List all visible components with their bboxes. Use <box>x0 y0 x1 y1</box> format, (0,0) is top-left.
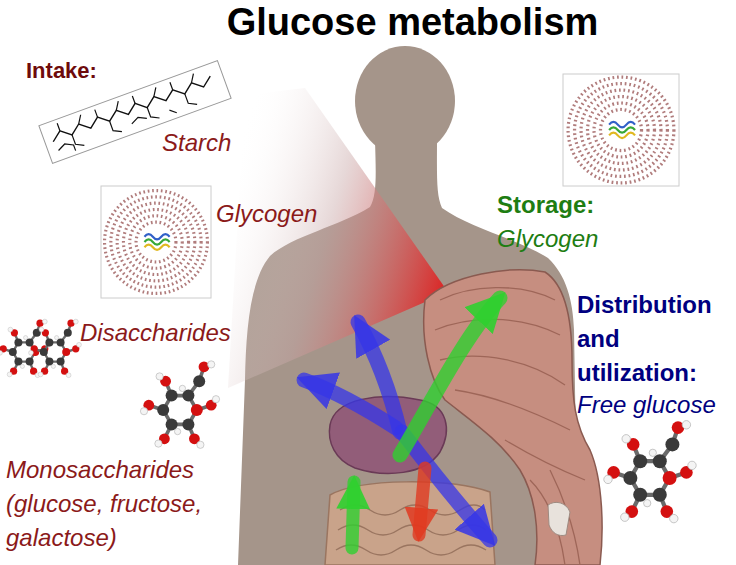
monosaccharide-molecule <box>140 361 219 449</box>
muscle-arm <box>424 270 602 565</box>
item-label: Glycogen <box>497 224 637 254</box>
diagram-title: Glucose metabolism <box>175 0 650 44</box>
path-shape <box>424 270 602 565</box>
glycogen-storage <box>563 74 679 186</box>
glycogen-intake <box>101 186 211 298</box>
path-shape <box>400 298 500 455</box>
path-shape <box>352 482 354 548</box>
item-label: Free glucose <box>577 390 732 420</box>
path-shape <box>548 502 570 535</box>
rect-shape <box>101 186 211 298</box>
path-shape <box>435 288 585 565</box>
path-shape <box>57 104 177 156</box>
disaccharide-molecule <box>0 319 81 377</box>
path-shape <box>402 432 490 540</box>
use-shape <box>568 77 674 183</box>
path-shape <box>419 468 425 535</box>
item-label: Disaccharides <box>80 318 265 348</box>
glucose-molecule <box>604 421 696 523</box>
rect-shape <box>563 74 679 186</box>
path-shape <box>304 380 396 428</box>
flow-arrows <box>304 298 500 548</box>
item-label: Glycogen <box>216 199 346 229</box>
item-label: Starch <box>162 128 272 158</box>
use-shape <box>105 191 208 294</box>
section-heading: Distribution and utilization: <box>577 288 732 390</box>
intake-wedge <box>228 88 448 388</box>
item-label: Monosaccharides (glucose, fructose, gala… <box>6 453 241 555</box>
ellipse-shape <box>355 46 455 156</box>
use-shape <box>29 319 82 377</box>
section-heading: Storage: <box>497 190 637 220</box>
section-heading: Intake: <box>26 56 166 86</box>
